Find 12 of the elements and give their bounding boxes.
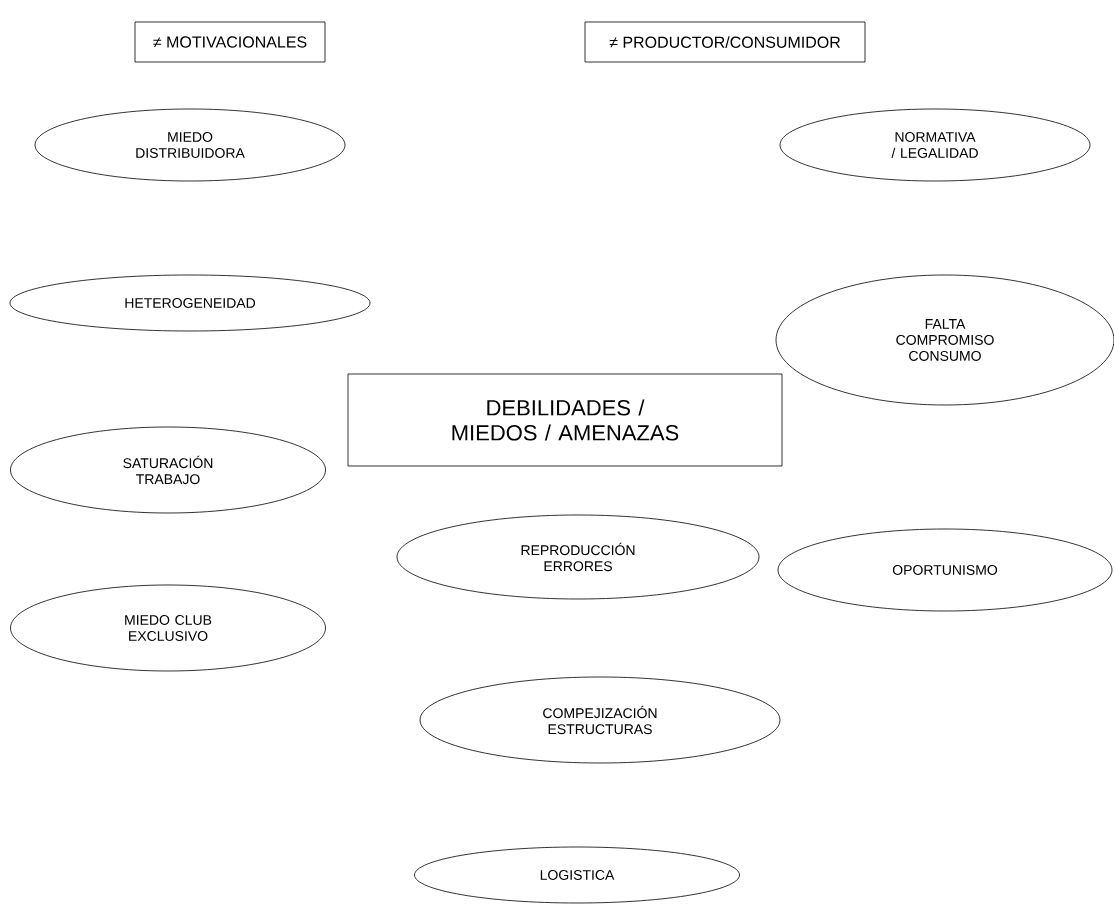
ellipse-node: SATURACIÓN TRABAJO [10, 426, 326, 514]
label-box: ≠ PRODUCTOR/CONSUMIDOR [584, 21, 866, 63]
ellipse-node: MIEDO DISTRIBUIDORA [34, 108, 346, 182]
ellipse-node: MIEDO CLUB EXCLUSIVO [10, 584, 326, 672]
ellipse-node: NORMATIVA / LEGALIDAD [779, 108, 1091, 182]
label-box: ≠ MOTIVACIONALES [134, 21, 326, 63]
ellipse-node: COMPEJIZACIÓN ESTRUCTURAS [419, 676, 781, 764]
ellipse-node: REPRODUCCIÓN ERRORES [396, 514, 760, 600]
label-box: DEBILIDADES / MIEDOS / AMENAZAS [347, 373, 783, 467]
ellipse-node: HETEROGENEIDAD [9, 274, 371, 332]
ellipse-node: OPORTUNISMO [777, 528, 1113, 612]
ellipse-node: LOGISTICA [414, 846, 740, 904]
